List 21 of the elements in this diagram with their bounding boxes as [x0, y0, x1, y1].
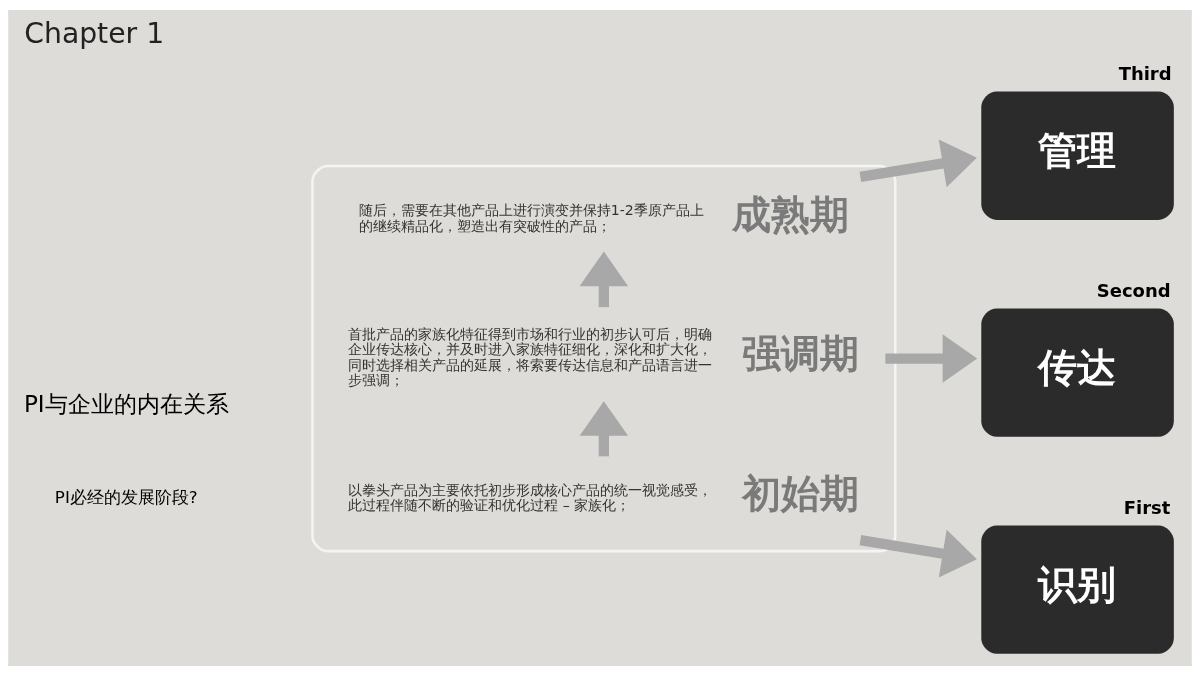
node-text: 成熟期	[732, 191, 850, 237]
node-text: 强调期	[742, 330, 860, 376]
arrow	[579, 251, 629, 307]
node-label: 以拳头产品为主要依托初步形成核心产品的统一视觉感受，此过程伴随不断的验证和优化过程 – 家族化；	[348, 481, 713, 513]
node-label: 首批产品的家族化特征得到市场和行业的初步认可后，明确企业传达核心，并及时进入家族特征细化，深化和扩大化，同时选择相关产品的延展，将索要传达信息和产品语言进一步强调；	[348, 325, 713, 388]
label: PI必经的发展阶段?	[54, 487, 198, 507]
arrow	[859, 529, 977, 578]
node-box: 管理	[981, 91, 1174, 220]
arrow	[885, 333, 978, 383]
node-label: 随后，需要在其他产品上进行演变并保持1-2季原产品上的继续精品化，塑造出有突破性的产品；	[358, 201, 704, 234]
node-label: First	[1123, 496, 1171, 518]
node-text: 初始期	[742, 470, 860, 516]
label: PI与企业的内在关系	[23, 390, 229, 417]
diagram-title: Chapter 1	[24, 16, 165, 50]
node-label: Second	[1096, 279, 1171, 301]
node-label: Third	[1118, 62, 1172, 84]
arrow	[579, 400, 629, 456]
arrow	[859, 139, 977, 187]
cluster	[311, 164, 897, 552]
node-box: 识别	[981, 524, 1174, 654]
node-box: 传达	[981, 307, 1174, 437]
